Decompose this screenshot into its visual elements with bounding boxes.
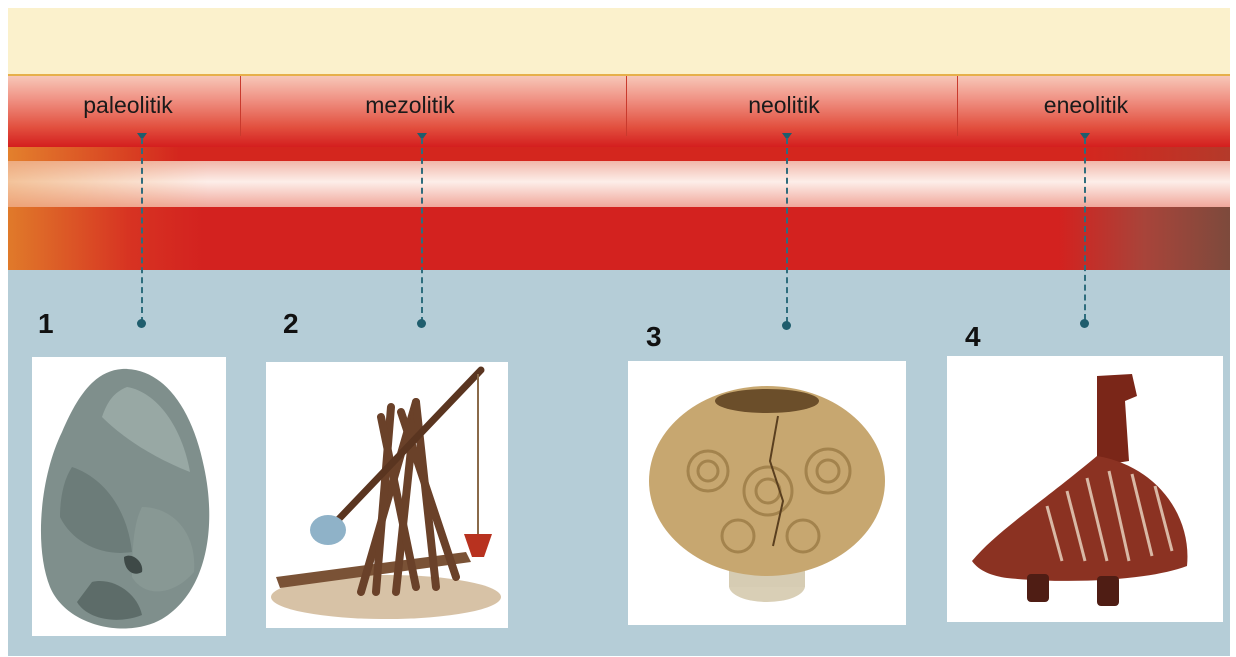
timeline-diagram: paleolitik mezolitik neolitik eneolitik … [8,8,1230,656]
leader-dot-3 [782,321,791,330]
bird-shaped-vessel-image [947,356,1223,622]
leader-line-1 [141,138,143,323]
period-header-band: paleolitik mezolitik neolitik eneolitik [8,76,1230,147]
period-divider [957,76,958,136]
period-label-mezolitik: mezolitik [310,92,510,119]
period-divider [240,76,241,136]
leader-dot-1 [137,319,146,328]
leader-line-3 [786,138,788,323]
wooden-fire-tripod-image [266,362,508,628]
leader-dot-2 [417,319,426,328]
leader-line-2 [421,138,423,323]
period-label-neolitik: neolitik [684,92,884,119]
period-label-paleolitik: paleolitik [28,92,228,119]
artifact-number-3: 3 [646,321,662,353]
leader-line-4 [1084,138,1086,320]
period-label-eneolitik: eneolitik [986,92,1186,119]
timeline-band [8,147,1230,161]
artifact-number-4: 4 [965,321,981,353]
period-divider [626,76,627,136]
artifact-number-2: 2 [283,308,299,340]
spiral-decorated-pot-image [628,361,906,625]
leader-dot-4 [1080,319,1089,328]
timeline-band-highlight-left [8,161,208,207]
timeline-band-main [8,207,1230,270]
timeline-top-strip [8,8,1230,76]
artifact-number-1: 1 [38,308,54,340]
flint-handaxe-image [32,357,226,636]
